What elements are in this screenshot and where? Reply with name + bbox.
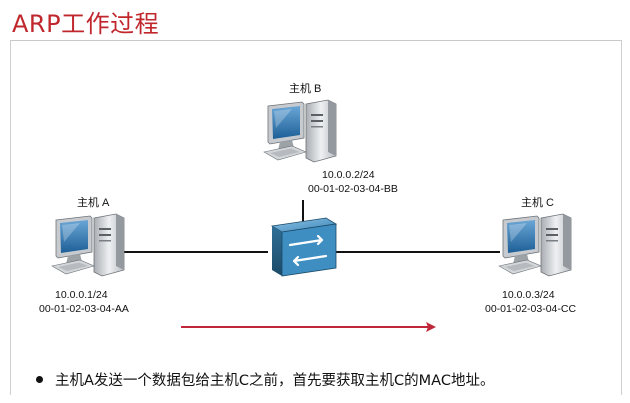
bullet-point: 主机A发送一个数据包给主机C之前，首先要获取主机C的MAC地址。 (36, 369, 494, 390)
host-b-name: 主机 B (289, 81, 321, 95)
frame-left-border (10, 40, 11, 395)
title-divider (10, 40, 622, 41)
host-c-mac: 00-01-02-03-04-CC (485, 303, 576, 315)
host-a-ip: 10.0.0.1/24 (55, 289, 108, 301)
host-c-ip: 10.0.0.3/24 (502, 289, 555, 301)
bullet-text: 主机A发送一个数据包给主机C之前，首先要获取主机C的MAC地址。 (55, 373, 495, 389)
host-c-name: 主机 C (521, 195, 554, 209)
frame-right-border (621, 40, 622, 395)
host-a-mac: 00-01-02-03-04-AA (39, 303, 129, 315)
host-b-computer-icon[interactable] (263, 99, 337, 163)
host-c-computer-icon[interactable] (498, 213, 572, 277)
slide-title: ARP工作过程 (12, 10, 160, 38)
bullet-icon (36, 375, 43, 383)
host-b-mac: 00-01-02-03-04-BB (308, 183, 398, 195)
host-b-ip: 10.0.0.2/24 (322, 169, 375, 181)
host-a-computer-icon[interactable] (51, 213, 125, 277)
switch-icon (270, 217, 338, 277)
direction-arrow (181, 322, 436, 332)
host-a-name: 主机 A (77, 195, 110, 209)
